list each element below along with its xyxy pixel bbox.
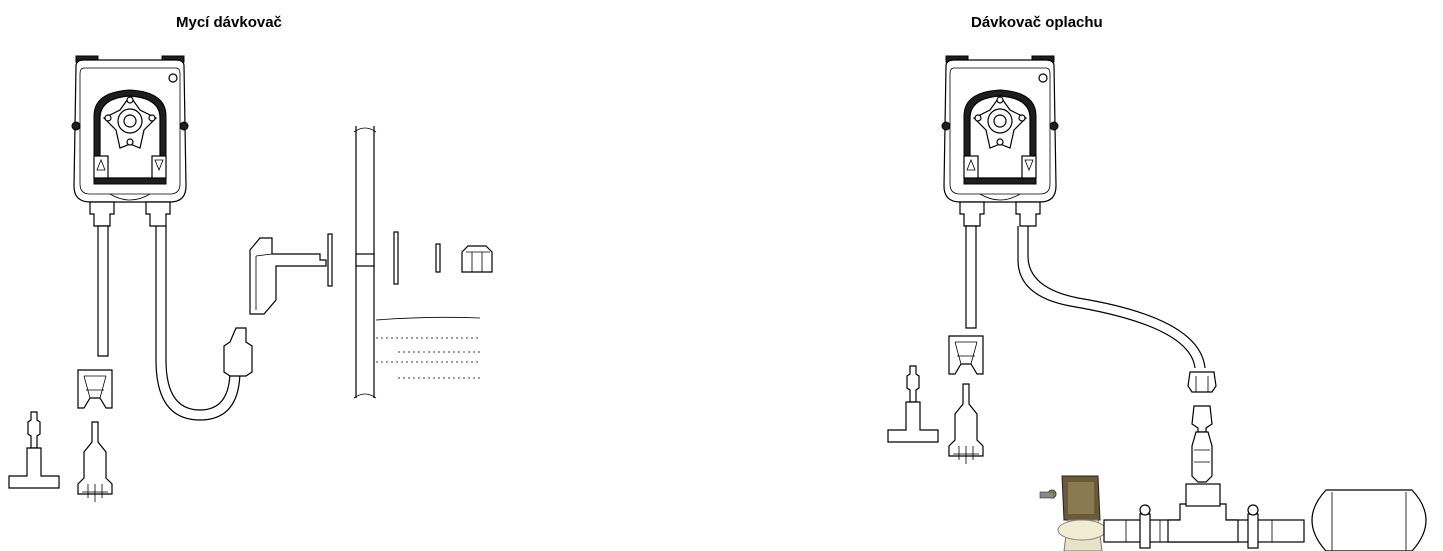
rinse-tube-nut bbox=[1187, 371, 1217, 393]
tube-connector bbox=[223, 327, 253, 377]
rinse-dispenser-title: Dávkovač oplachu bbox=[971, 14, 1103, 31]
rinse-foot-valve bbox=[948, 383, 984, 465]
wash-pump bbox=[71, 55, 189, 227]
boiler-tank bbox=[1311, 489, 1427, 551]
washers-and-nut bbox=[393, 231, 493, 285]
solenoid-valve bbox=[1039, 475, 1107, 551]
rinse-injector bbox=[1191, 405, 1213, 483]
wash-weight bbox=[77, 369, 113, 409]
rinse-pump bbox=[941, 55, 1059, 227]
rinse-delivery-tube bbox=[1017, 226, 1206, 369]
tank-wall bbox=[353, 126, 481, 399]
wash-suction-tube bbox=[97, 225, 109, 357]
rinse-suction-tube bbox=[965, 225, 977, 329]
wash-lance bbox=[8, 411, 60, 489]
wash-foot-valve bbox=[77, 421, 113, 503]
rinse-lance bbox=[887, 365, 939, 443]
rinse-weight bbox=[948, 335, 984, 375]
wash-dispenser-title: Mycí dávkovač bbox=[176, 14, 282, 31]
wash-delivery-tube bbox=[155, 226, 241, 421]
water-pipe bbox=[1103, 483, 1305, 549]
elbow-injector bbox=[249, 233, 333, 315]
